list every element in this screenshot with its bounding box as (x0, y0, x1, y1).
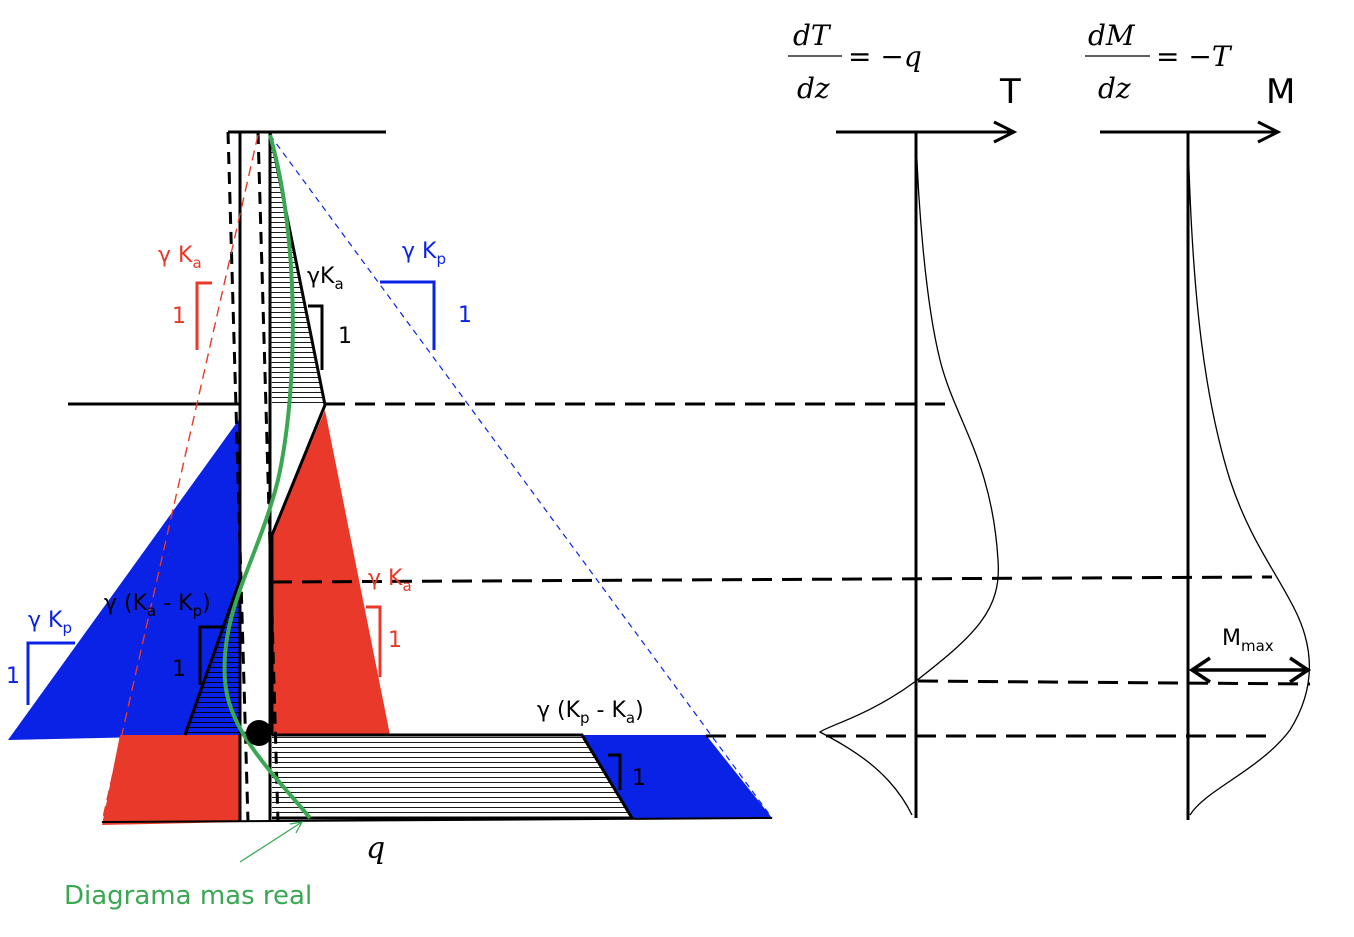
slope-blue-upper (380, 280, 436, 350)
red-active-right-region (272, 410, 390, 735)
shear-axis-arrowhead (993, 120, 1018, 144)
label-one-blue-left: 1 (6, 664, 20, 689)
slope-black-lower (198, 625, 225, 685)
hatched-net-bottom (272, 735, 632, 818)
label-gamma-ka-left: γ Ka (158, 243, 202, 272)
label-one-black-bottom: 1 (632, 766, 646, 791)
mmax-label: Mmax (1222, 626, 1274, 655)
dashed-level-max-shear (271, 575, 1273, 584)
slope-red-lower (366, 605, 382, 677)
real-diagram-curve (222, 134, 312, 820)
slope-red-upper (195, 281, 212, 350)
real-diagram-arrow-head (289, 821, 304, 834)
shear-eq-rhs: = −q (848, 40, 922, 73)
red-active-bottom-left-region (102, 735, 240, 825)
net-bottom-outline (272, 733, 635, 820)
shear-eq-denominator: dz (797, 72, 830, 105)
slope-blue-left (26, 641, 75, 705)
pivot-point (246, 720, 272, 746)
slope-black-upper (308, 304, 324, 370)
wall-dashed-left (226, 131, 250, 823)
blue-passive-bottom-right-region (582, 735, 772, 818)
label-gamma-ka-red-low: γ Ka (368, 566, 412, 595)
dashed-level-max-moment (917, 679, 1311, 686)
slope-black-bottom (608, 753, 622, 790)
moment-eq-rhs: = −T (1156, 40, 1233, 73)
label-one-red-lower: 1 (388, 628, 402, 653)
label-gamma-ka-kp: γ (Ka - Kp) (104, 591, 211, 620)
label-one-red-upper: 1 (172, 304, 186, 329)
shear-curve (818, 134, 1000, 816)
moment-curve (1187, 134, 1311, 816)
blue-dashed-kp-line (269, 134, 773, 819)
label-gamma-ka-mid: γKa (307, 264, 344, 293)
wall-dashed-right (256, 131, 280, 823)
label-one-black-lower: 1 (172, 657, 186, 682)
label-real-diagram: Diagrama mas real (64, 881, 312, 911)
label-one-black-upper: 1 (338, 324, 352, 349)
bottom-base-line (101, 817, 773, 823)
mmax-arrow-right-head (1289, 656, 1312, 684)
shear-axis-label: T (999, 72, 1021, 112)
moment-eq-denominator: dz (1098, 72, 1131, 105)
label-gamma-kp-ka: γ (Kp - Ka) (537, 698, 644, 727)
label-one-blue-upper: 1 (458, 303, 472, 328)
shear-eq-numerator: dT (793, 19, 832, 52)
moment-eq-numerator: dM (1088, 19, 1136, 52)
moment-axis-label: M (1266, 72, 1295, 112)
label-gamma-kp-left: γ Kp (28, 608, 72, 637)
red-dashed-ka-line (101, 134, 259, 823)
label-q: q (366, 831, 385, 866)
mmax-arrow-left-head (1188, 656, 1211, 684)
blue-passive-left-region (8, 418, 240, 740)
net-left-outline (183, 579, 242, 736)
moment-axis-arrowhead (1257, 120, 1282, 144)
label-gamma-kp-right: γ Kp (402, 239, 446, 268)
real-diagram-arrow-line (239, 821, 303, 863)
